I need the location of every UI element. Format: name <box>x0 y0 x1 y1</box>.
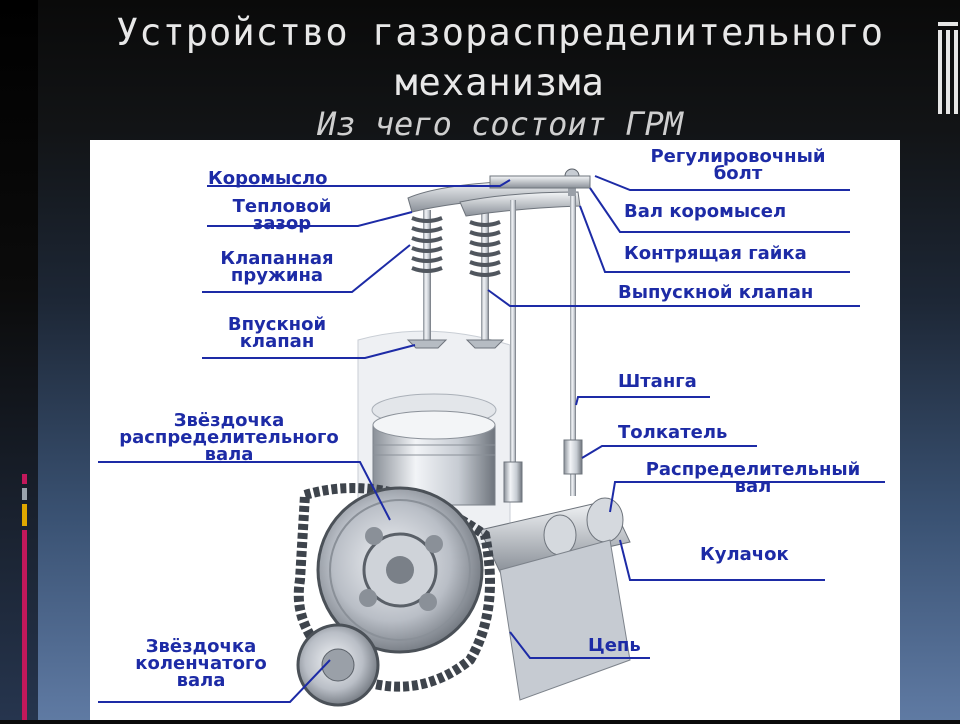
label-intake-valve-line-1: Впускной <box>227 314 327 335</box>
timing-chain <box>293 483 495 692</box>
exhaust-valve <box>465 210 505 349</box>
label-cam-sprocket-line-2: распределительного <box>119 427 339 448</box>
slide-title-line-1: Устройство газораспределительного <box>115 11 885 54</box>
label-valve-spring-line-1: Клапанная <box>220 248 334 269</box>
rocker-shaft <box>489 175 591 189</box>
cam-sprocket <box>316 486 484 654</box>
label-cam: Кулачок <box>700 544 789 565</box>
valve-springs <box>411 216 501 277</box>
camshaft <box>479 497 631 573</box>
label-lock-nut: Контрящая гайка <box>624 243 807 264</box>
crank-sprocket <box>296 623 380 707</box>
label-adjusting-bolt: Регулировочный болт <box>618 146 858 184</box>
label-cam-sprocket: Звёздочка распределительного вала <box>94 410 364 465</box>
label-pushrod: Штанга <box>618 371 697 392</box>
label-crank-sprocket-line-1: Звёздочка <box>145 636 257 657</box>
label-crank-sprocket-line-3: вала <box>176 670 226 691</box>
diagram-panel: Коромысло Тепловой зазор Клапанная пружи… <box>90 140 900 720</box>
corner-decoration-icon <box>938 22 958 114</box>
label-chain: Цепь <box>588 635 641 656</box>
label-intake-valve-line-2: клапан <box>239 331 315 352</box>
label-exhaust-valve: Выпускной клапан <box>618 282 814 303</box>
label-adjusting-bolt-line-1: Регулировочный <box>650 146 826 167</box>
left-color-bars <box>22 474 36 724</box>
leader-lines <box>98 175 885 703</box>
label-valve-spring-line-2: пружина <box>230 265 324 286</box>
label-rocker: Коромысло <box>208 168 328 189</box>
engine-block <box>499 539 631 701</box>
label-thermal-gap-line-2: зазор <box>252 213 312 234</box>
label-adjusting-bolt-line-2: болт <box>713 163 763 184</box>
slide-subtitle: Из чего состоит ГРМ <box>316 105 684 140</box>
label-thermal-gap: Тепловой зазор <box>208 196 356 234</box>
label-cam-sprocket-line-3: вала <box>204 444 254 465</box>
color-bar <box>22 504 27 526</box>
color-bar <box>22 474 27 484</box>
left-edge-strip <box>0 0 38 720</box>
piston <box>372 410 496 506</box>
label-camshaft-line-1: Распределительный <box>645 459 861 480</box>
label-crank-sprocket-line-2: коленчатого <box>135 653 267 674</box>
tappets <box>503 439 583 503</box>
slide-title-line-2: механизма <box>395 61 605 104</box>
color-bar <box>22 530 27 720</box>
label-thermal-gap-line-1: Тепловой <box>232 196 332 217</box>
label-camshaft: Распределительный вал <box>618 459 888 497</box>
label-crank-sprocket: Звёздочка коленчатого вала <box>116 636 286 691</box>
label-intake-valve: Впускной клапан <box>202 314 352 352</box>
pushrods <box>510 196 576 500</box>
label-valve-spring: Клапанная пружина <box>202 248 352 286</box>
label-camshaft-line-2: вал <box>734 476 772 497</box>
color-bar <box>22 488 27 500</box>
slide-title: Устройство газораспределительного механи… <box>40 8 960 108</box>
label-rocker-shaft: Вал коромысел <box>624 201 787 222</box>
engine-illustration <box>98 168 885 707</box>
label-tappet: Толкатель <box>618 422 728 443</box>
label-cam-sprocket-line-1: Звёздочка <box>173 410 285 431</box>
